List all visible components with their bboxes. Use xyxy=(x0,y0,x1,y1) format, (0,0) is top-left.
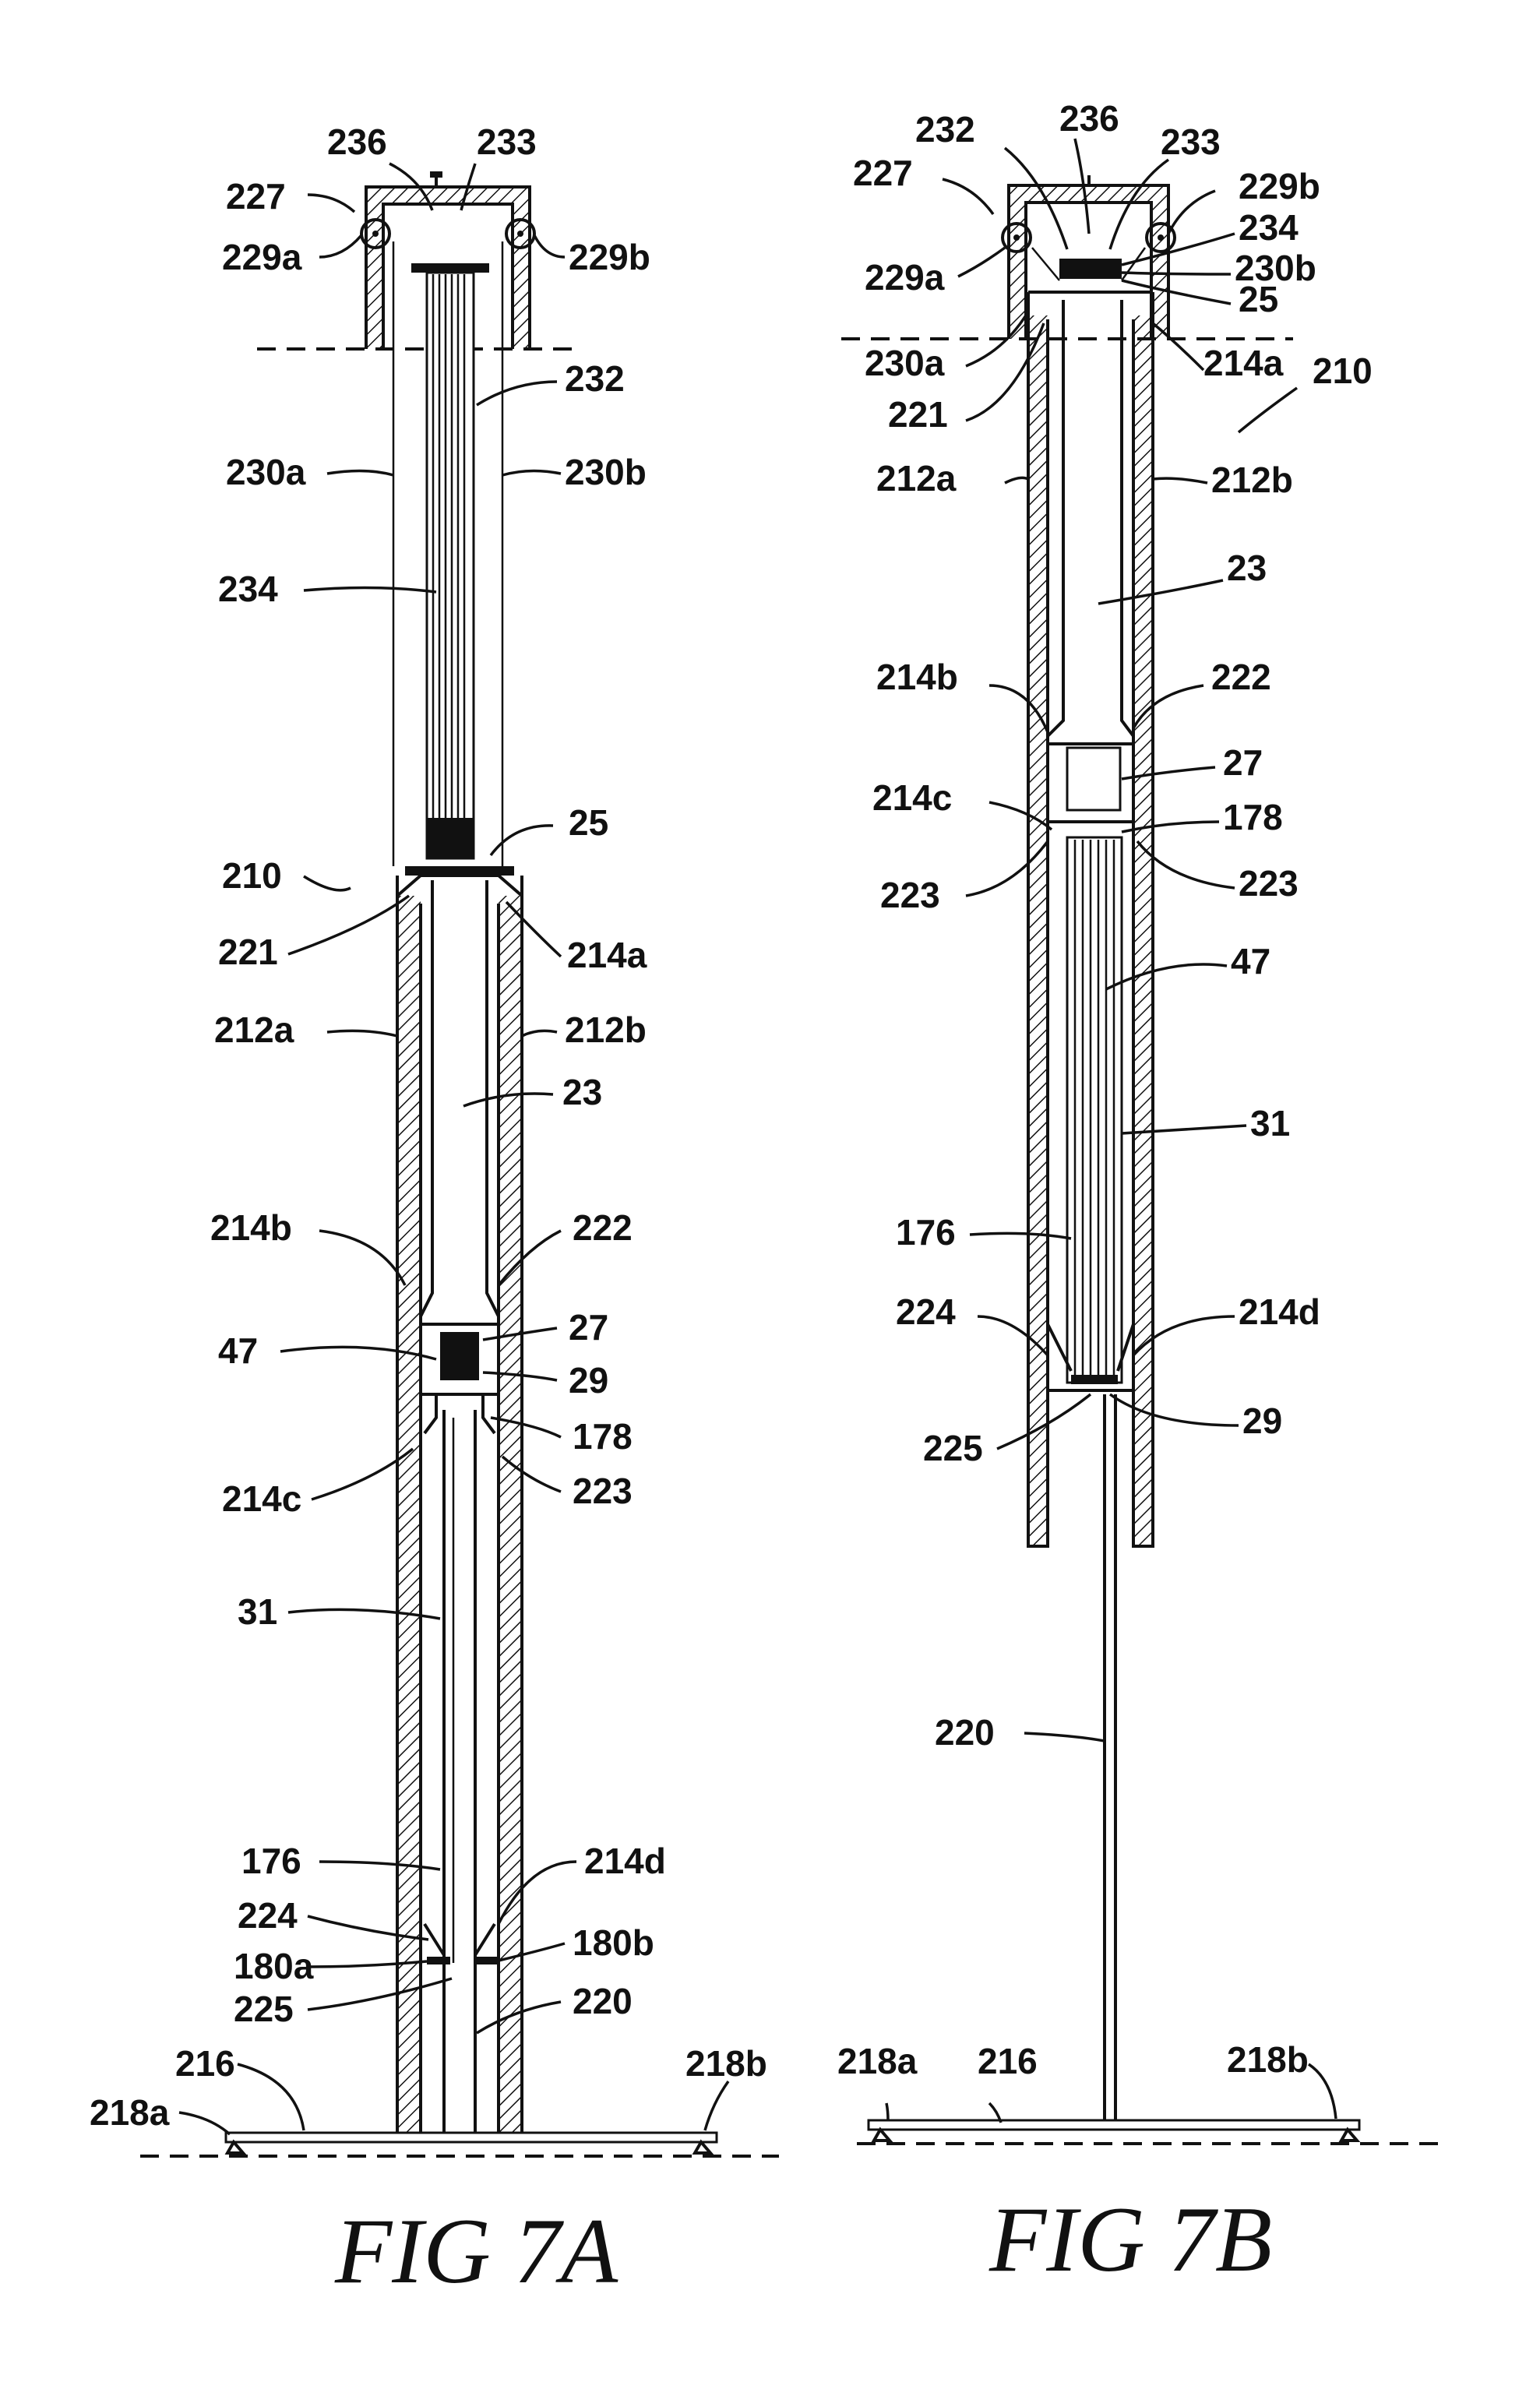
label-236-b: 236 xyxy=(1059,98,1119,139)
figure-7a: 236 233 227 229a 229b 232 230a 230b 234 … xyxy=(90,122,779,2303)
label-233: 233 xyxy=(477,122,537,162)
inner-tube-23-b xyxy=(1048,300,1133,822)
label-220-b: 220 xyxy=(935,1712,995,1753)
label-25-b: 25 xyxy=(1239,279,1278,319)
label-233-b: 233 xyxy=(1161,122,1221,162)
figure-caption-7a: FIG 7A xyxy=(334,2199,618,2303)
label-229b: 229b xyxy=(569,237,650,277)
label-27: 27 xyxy=(569,1307,608,1348)
base-216 xyxy=(140,2133,779,2156)
label-212a: 212a xyxy=(214,1010,294,1050)
label-222: 222 xyxy=(573,1207,633,1248)
label-180a: 180a xyxy=(234,1946,314,1986)
label-232-b: 232 xyxy=(915,109,975,150)
label-210-b: 210 xyxy=(1313,351,1373,391)
figure-7b: 232 236 233 227 229b 229a 234 230b 25 23… xyxy=(837,98,1441,2291)
label-25: 25 xyxy=(569,802,608,843)
label-216-b: 216 xyxy=(978,2041,1038,2081)
label-214a: 214a xyxy=(567,935,647,975)
label-234-b: 234 xyxy=(1239,207,1299,248)
label-227-b: 227 xyxy=(853,153,913,193)
label-218a-b: 218a xyxy=(837,2041,918,2081)
label-229a-b: 229a xyxy=(865,257,945,298)
spring-47 xyxy=(1048,837,1133,1390)
label-223b-b: 223 xyxy=(1239,863,1299,904)
figure-caption-7b: FIG 7B xyxy=(988,2187,1272,2291)
label-218b-b: 218b xyxy=(1227,2039,1309,2080)
label-227: 227 xyxy=(226,176,286,217)
label-29-b: 29 xyxy=(1242,1401,1282,1441)
label-23: 23 xyxy=(562,1072,602,1112)
label-180b: 180b xyxy=(573,1922,654,1963)
label-178-b: 178 xyxy=(1223,797,1283,837)
label-218b: 218b xyxy=(685,2043,767,2084)
label-230b: 230b xyxy=(565,452,647,492)
label-212b-b: 212b xyxy=(1211,460,1293,500)
label-223a-b: 223 xyxy=(880,875,940,915)
label-232: 232 xyxy=(565,358,625,399)
label-224: 224 xyxy=(238,1895,298,1936)
label-212a-b: 212a xyxy=(876,458,957,499)
label-222-b: 222 xyxy=(1211,657,1271,697)
label-229a: 229a xyxy=(222,237,302,277)
label-229b-b: 229b xyxy=(1239,166,1320,206)
label-214c: 214c xyxy=(222,1478,301,1519)
label-225: 225 xyxy=(234,1989,294,2029)
label-31: 31 xyxy=(238,1591,277,1632)
label-178: 178 xyxy=(573,1416,633,1457)
base-216-b xyxy=(857,2120,1441,2144)
label-230a-b: 230a xyxy=(865,343,945,383)
label-218a: 218a xyxy=(90,2092,170,2133)
label-47-b: 47 xyxy=(1231,941,1270,981)
label-29: 29 xyxy=(569,1360,608,1401)
label-31-b: 31 xyxy=(1250,1103,1290,1143)
label-212b: 212b xyxy=(565,1010,647,1050)
label-224-b: 224 xyxy=(896,1291,956,1332)
label-214d: 214d xyxy=(584,1841,666,1881)
label-221-b: 221 xyxy=(888,394,948,435)
label-223: 223 xyxy=(573,1471,633,1511)
spring-234 xyxy=(411,263,489,858)
label-210: 210 xyxy=(222,855,282,896)
label-23-b: 23 xyxy=(1227,548,1267,588)
label-176-b: 176 xyxy=(896,1212,956,1253)
label-225-b: 225 xyxy=(923,1428,983,1468)
label-234: 234 xyxy=(218,569,278,609)
label-220: 220 xyxy=(573,1981,633,2021)
label-230a: 230a xyxy=(226,452,306,492)
label-214c-b: 214c xyxy=(872,777,952,818)
label-214b: 214b xyxy=(210,1207,292,1248)
label-27-b: 27 xyxy=(1223,742,1263,783)
label-214b-b: 214b xyxy=(876,657,958,697)
stop-214d xyxy=(425,1924,495,1955)
label-214d-b: 214d xyxy=(1239,1291,1320,1332)
label-221: 221 xyxy=(218,932,278,972)
label-216: 216 xyxy=(175,2043,235,2084)
label-236: 236 xyxy=(327,122,387,162)
label-47: 47 xyxy=(218,1330,258,1371)
label-176: 176 xyxy=(241,1841,301,1881)
outer-tube-212 xyxy=(397,866,522,2134)
label-214a-b: 214a xyxy=(1203,343,1284,383)
inner-tube-23 xyxy=(421,880,499,1433)
